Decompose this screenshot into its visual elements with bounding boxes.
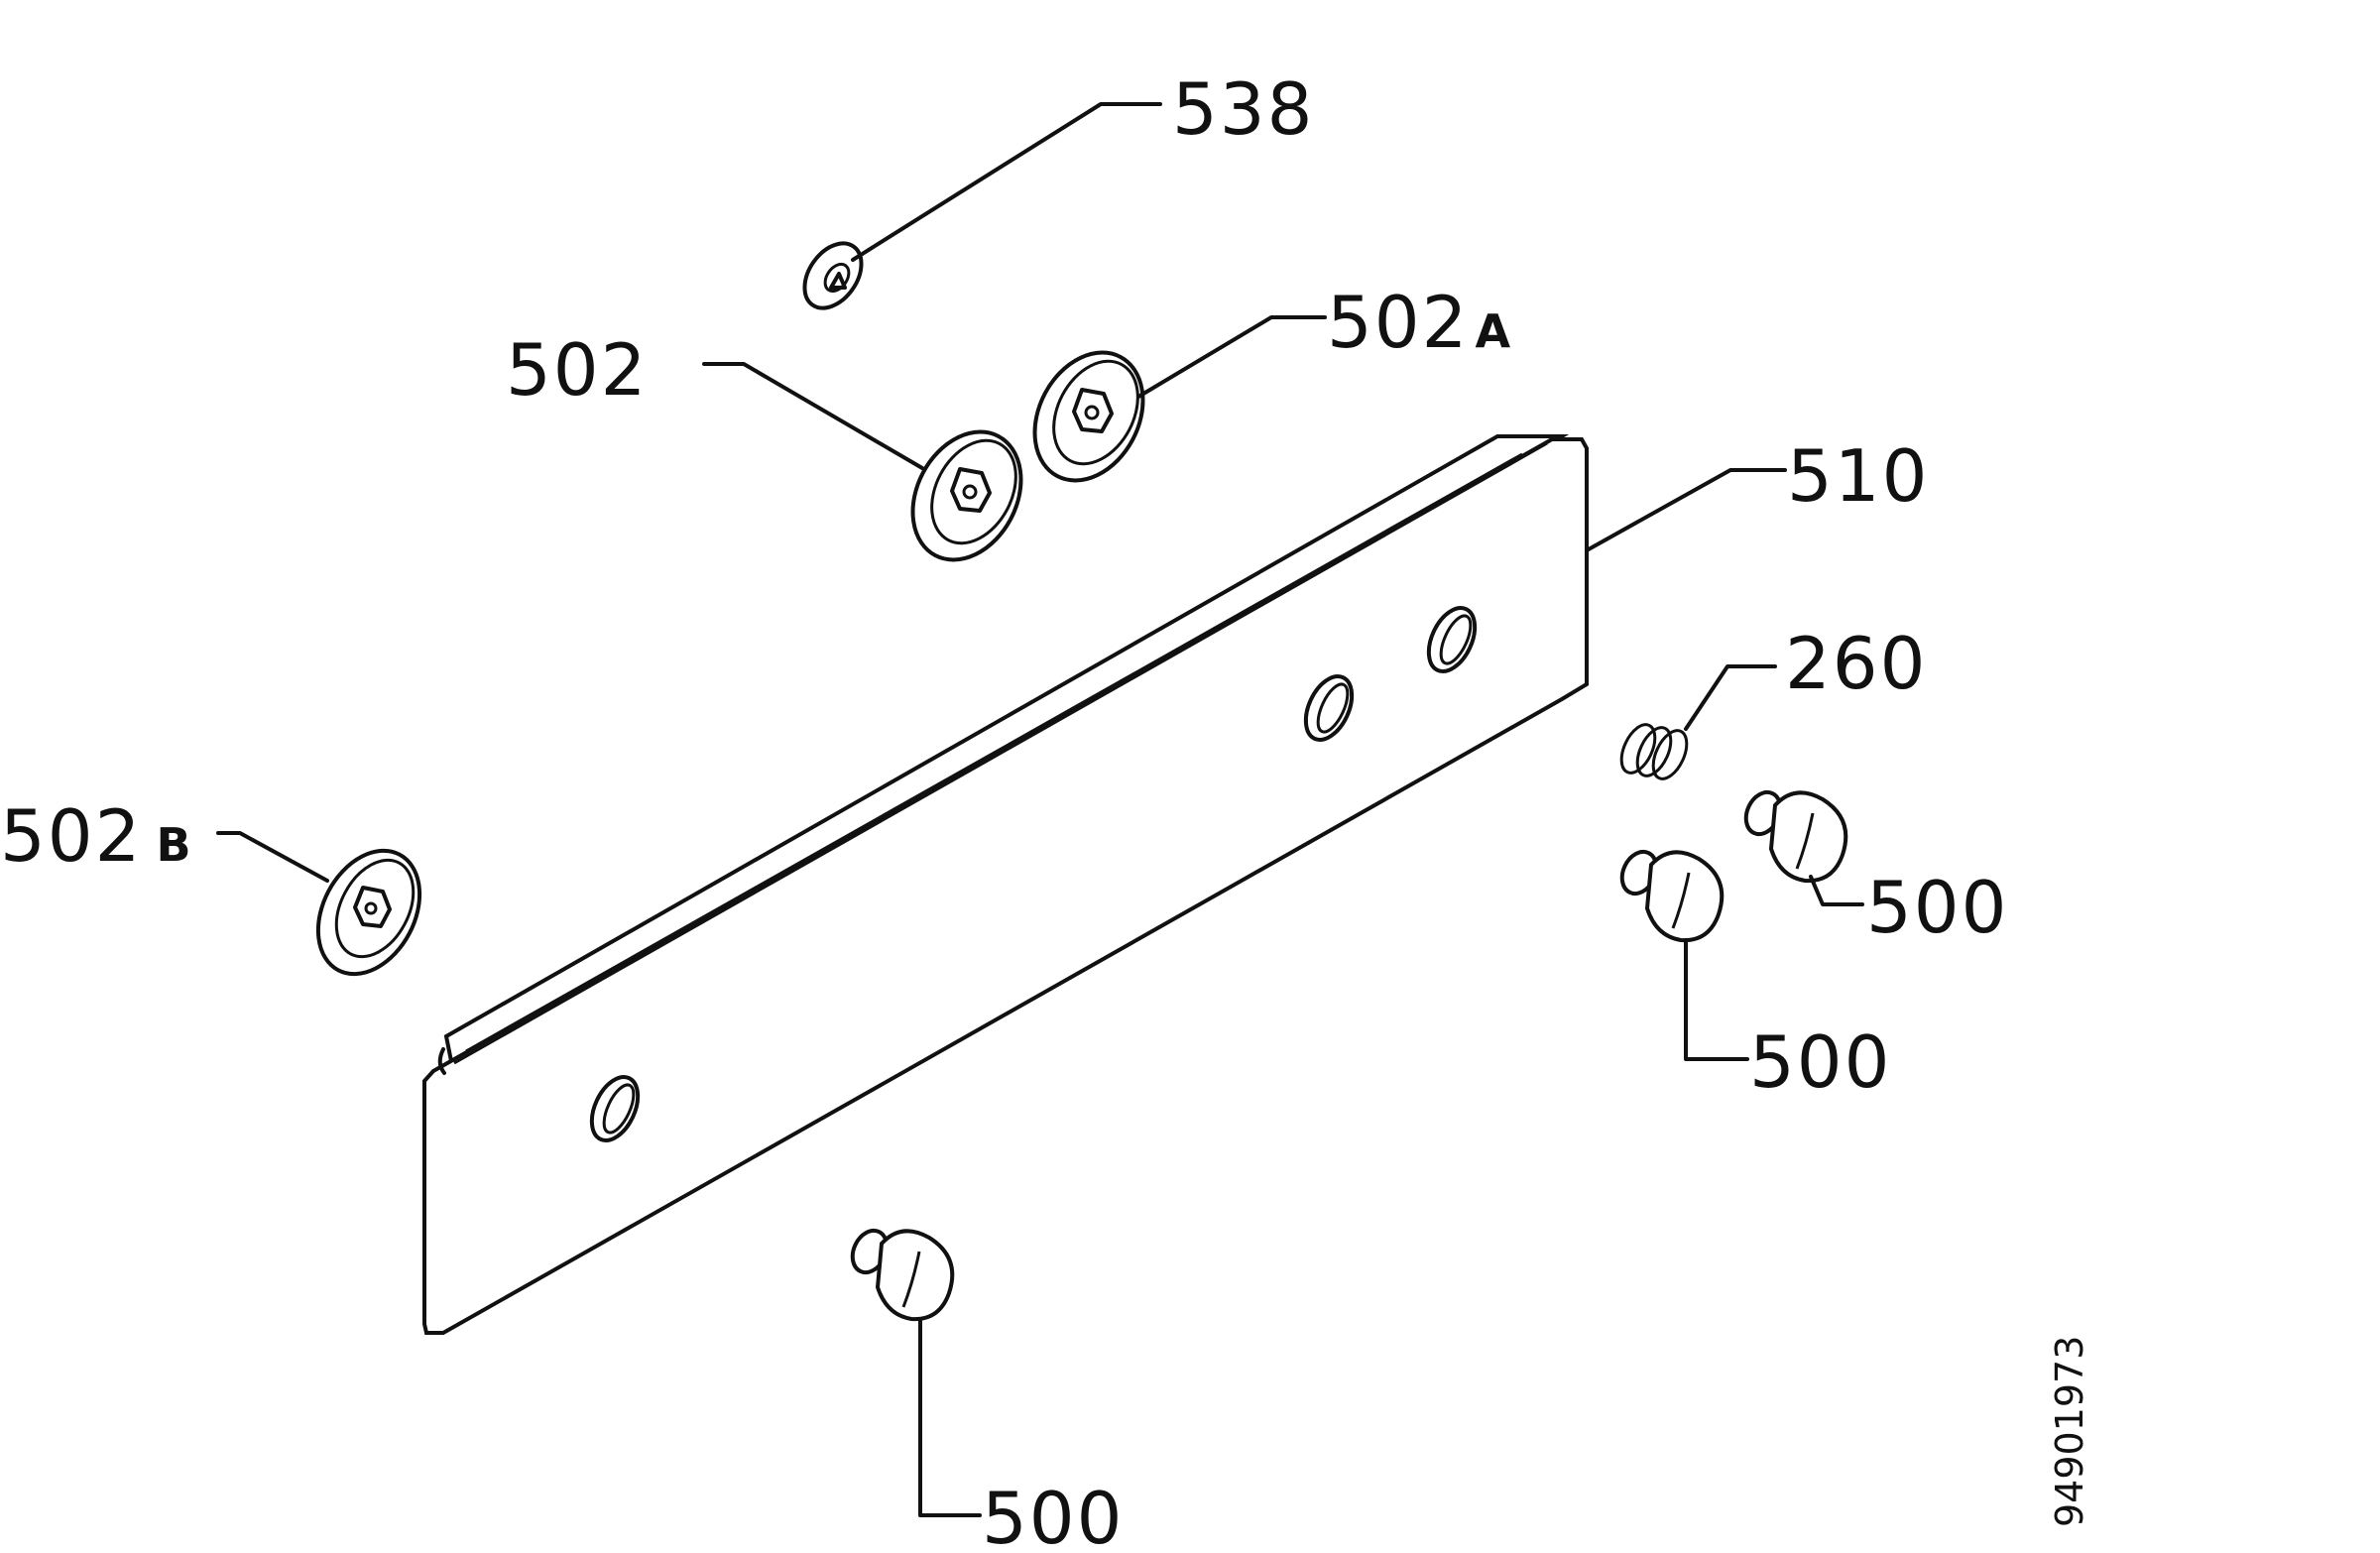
knob-500-middle-right xyxy=(1619,849,1725,943)
panel-left-curl xyxy=(437,1047,446,1075)
leader-500-bottom xyxy=(918,1319,982,1517)
callout-502-label: 502 xyxy=(506,328,648,412)
panel-fold-line-2 xyxy=(465,452,1523,1053)
panel-plate-510 xyxy=(422,434,1589,1335)
callout-500-middle-right-label: 500 xyxy=(1749,1020,1891,1104)
bezel-disc-502a xyxy=(1032,350,1145,483)
leader-lines xyxy=(216,102,1864,1517)
leader-502 xyxy=(702,362,924,470)
leader-500-middle-right xyxy=(1684,938,1749,1061)
callout-500-bottom-label: 500 xyxy=(982,1477,1124,1548)
leader-510 xyxy=(1585,468,1787,552)
callout-260-label: 260 xyxy=(1785,622,1927,705)
callout-510-label: 510 xyxy=(1787,434,1929,518)
callout-538-label: 538 xyxy=(1172,67,1314,151)
leader-260 xyxy=(1684,664,1777,731)
knob-500-upper-right xyxy=(1743,789,1848,884)
washer-538 xyxy=(802,241,864,310)
knob-hole-middle-inner xyxy=(1316,682,1350,734)
panel-face xyxy=(422,437,1589,1335)
leader-502a xyxy=(1136,315,1327,399)
spring-260 xyxy=(1619,723,1689,780)
knob-500-bottom xyxy=(850,1228,955,1322)
knob-hole-right-inner xyxy=(1439,614,1473,665)
knob-hole-left-inner xyxy=(602,1083,636,1135)
bezel-disc-502b xyxy=(315,848,422,977)
leader-500-upper-right xyxy=(1809,875,1864,906)
leader-502b xyxy=(216,831,329,883)
bezel-disc-502 xyxy=(910,429,1023,562)
document-number: 94901973 xyxy=(2048,1336,2091,1527)
leader-538 xyxy=(851,102,1162,262)
panel-fold-line xyxy=(453,441,1548,1065)
callout-500-upper-right-label: 500 xyxy=(1866,866,2008,949)
